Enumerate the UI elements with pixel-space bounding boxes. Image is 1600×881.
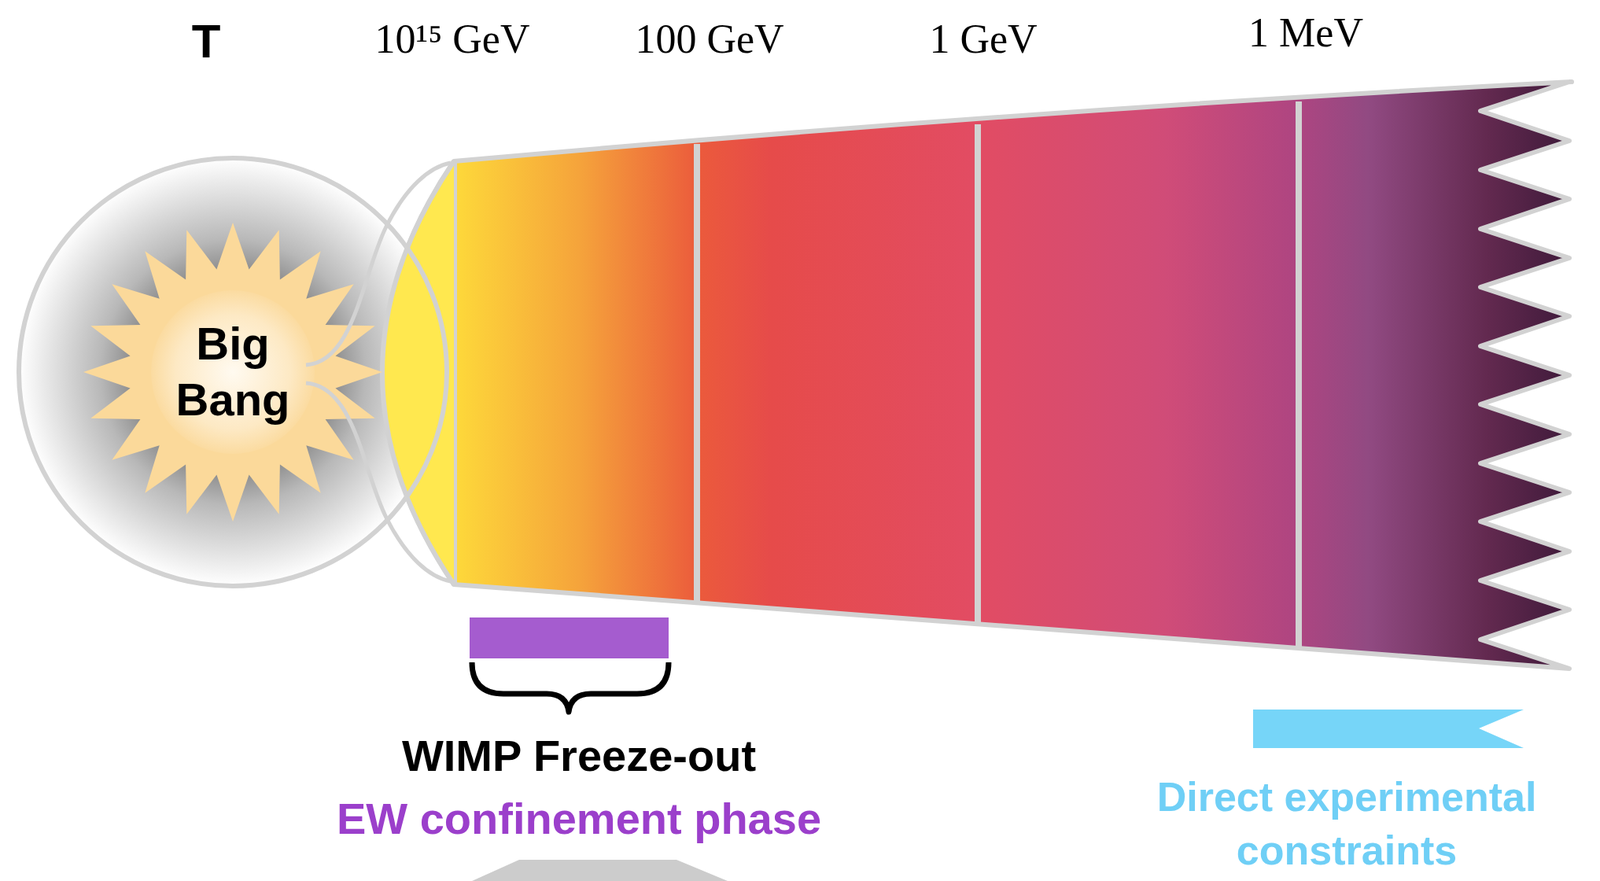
- era-label: EW confinement phase: [336, 790, 822, 848]
- constraint-label: Direct experimental constraints: [1107, 770, 1586, 878]
- zoom-line: [305, 383, 451, 582]
- starburst: [83, 222, 383, 522]
- era-label: WIMP Freeze-out: [401, 727, 756, 786]
- brace: [471, 662, 669, 712]
- big-bang-circle: Big Bang: [16, 155, 450, 589]
- zoom-line: [305, 162, 451, 365]
- axis-symbol: T: [191, 11, 222, 73]
- temperature-mark: 100 GeV: [634, 12, 784, 67]
- temperature-mark: 1 MeV: [1248, 6, 1364, 60]
- era-dividers: [453, 101, 1299, 650]
- big-bang-graphic: [16, 155, 450, 589]
- temperature-mark: 1 GeV: [929, 12, 1037, 67]
- funnel-cap: [382, 161, 454, 585]
- node-label: Big Bang: [165, 316, 300, 428]
- cap-outline: [382, 161, 454, 585]
- temperature-funnel: [382, 81, 1572, 669]
- wimp-bar: [469, 617, 669, 659]
- zoom-shape: [471, 859, 728, 881]
- constraint-flag: [1253, 709, 1524, 749]
- temperature-mark: 10¹⁵ GeV: [375, 12, 531, 67]
- star-core: [151, 290, 315, 454]
